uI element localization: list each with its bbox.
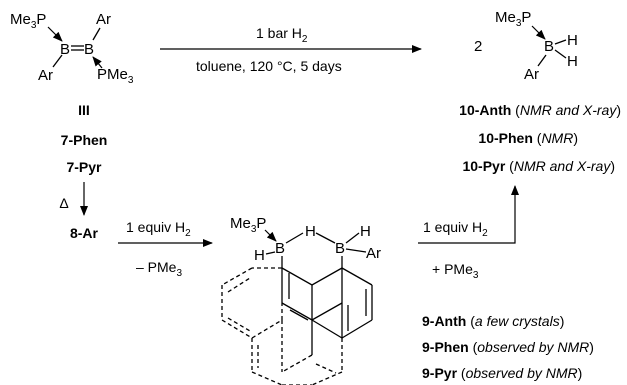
arrow-line [418,185,519,244]
optional-ring-bond [281,354,313,373]
bridge-bond [285,232,304,244]
aryl-label: Ar [366,245,381,262]
dative-bond-arrow [47,26,63,42]
b-ar-bond [92,27,101,41]
hydrogen-atom: H [254,247,265,264]
b-ar-bond [345,248,367,253]
boron-atom: B [544,38,554,55]
optional-ring-bond [315,363,337,374]
diborene-structure: Me3P B B Ar Ar PMe3 [10,11,134,86]
boron-atom: B [275,240,285,257]
b-ar-bond [52,54,63,68]
bridging-hydrogen: H [305,223,316,240]
condition-above: 1 bar H2 [256,25,308,45]
ring-bond [311,319,343,339]
hydrogen-atom: H [360,223,371,240]
optional-ring-bond [251,319,283,339]
left-compound-labels: III 7-Phen 7-Pyr Δ 8-Ar [59,102,107,241]
product-borane-structure: 2 Me3P B H H Ar [474,9,578,83]
optional-ring-bond [251,371,283,385]
right-compound-labels: 10-Anth (NMR and X-ray) 10-Phen (NMR) 10… [459,102,621,174]
compound-label-8ar: 8-Ar [70,225,99,241]
compound-label-iii: III [78,102,90,118]
boron-atom: B [84,41,94,58]
condition-below: toluene, 120 °C, 5 days [196,58,342,74]
condition-below: – PMe3 [136,259,182,279]
compound-label-10anth: 10-Anth (NMR and X-ray) [459,102,621,118]
fused-arene [221,267,373,385]
intermediate-structure: Me3P B H H B H Ar [221,215,381,385]
compound-label-7phen: 7-Phen [61,132,108,148]
middle-right-reaction-arrow: 1 equiv H2 + PMe3 [418,185,519,281]
hydrogen-atom: H [567,32,578,49]
middle-left-reaction-arrow: 1 equiv H2 – PMe3 [118,219,213,279]
boron-atom: B [60,41,70,58]
optional-ring-bond [227,277,251,293]
compound-label-10phen: 10-Phen (NMR) [478,130,578,146]
b-ar-bond [537,54,547,67]
boron-atom: B [335,240,345,257]
me3p-label: Me3P [10,11,46,31]
ring-bond [341,319,373,339]
top-reaction-arrow: 1 bar H2 toluene, 120 °C, 5 days [160,25,422,74]
condition-below: + PMe3 [432,261,479,281]
coefficient: 2 [474,38,482,55]
condition-above: 1 equiv H2 [126,219,191,239]
b-h-bond [265,251,276,255]
dative-bond-arrow [531,25,546,40]
compound-label-7pyr: 7-Pyr [66,159,102,175]
compound-label-10pyr: 10-Pyr (NMR and X-ray) [462,158,615,174]
compound-label-9phen: 9-Phen (observed by NMR) [422,339,594,355]
optional-ring-bond [311,371,343,385]
me3p-label: Me3P [230,215,266,235]
ring-bond [341,267,373,286]
condition-above: 1 equiv H2 [423,219,488,239]
bottom-compound-labels: 9-Anth (a few crystals) 9-Phen (observed… [422,313,594,381]
bridge-bond [315,232,336,244]
optional-ring-bond [227,317,251,332]
compound-label-9pyr: 9-Pyr (observed by NMR) [422,365,582,381]
dative-bond-arrow [264,229,277,242]
dative-bond-arrow [92,56,103,69]
hydrogen-atom: H [567,53,578,70]
optional-ring-bond [221,319,253,339]
aryl-label: Ar [38,67,53,84]
aryl-label: Ar [96,11,111,28]
b-h-bond [345,232,360,244]
me3p-label: Me3P [495,9,531,29]
b-h-bond [554,49,567,59]
aryl-label: Ar [524,66,539,83]
b-h-bond [554,39,567,45]
compound-label-9anth: 9-Anth (a few crystals) [422,313,564,329]
ring-double-bond [289,309,309,321]
pme3-label: PMe3 [97,66,134,86]
optional-ring-bond [221,267,253,286]
heat-symbol: Δ [59,195,68,211]
ring-bond [281,267,343,286]
